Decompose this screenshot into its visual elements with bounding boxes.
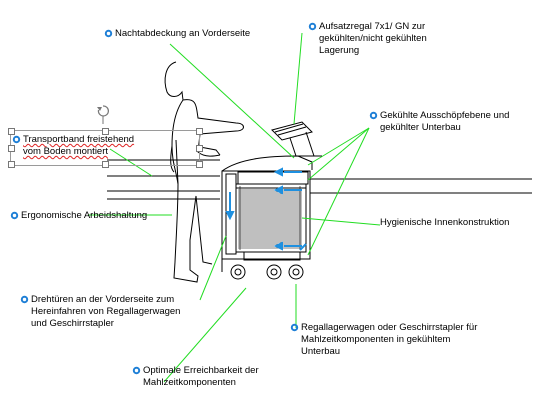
cold-air-flow-arrows — [225, 167, 307, 251]
transport-belt — [107, 159, 532, 200]
blue-swirl-icon — [369, 111, 378, 120]
resize-handle-s[interactable] — [102, 161, 109, 168]
blue-swirl-icon — [10, 211, 19, 220]
blue-swirl-icon — [290, 323, 299, 332]
operator-figure — [164, 61, 244, 283]
resize-handle-n[interactable] — [102, 128, 109, 135]
resize-handle-sw[interactable] — [8, 161, 15, 168]
label-erreichbarkeit: Optimale Erreichbarkeit der Mahlzeitkomp… — [132, 365, 259, 389]
resize-handle-w[interactable] — [8, 145, 15, 152]
resize-handle-nw[interactable] — [8, 128, 15, 135]
rotate-handle-icon[interactable] — [96, 104, 110, 124]
rack-shelves — [238, 186, 302, 250]
label-ergonomisch: Ergonomische Arbeidshaltung — [10, 210, 147, 222]
label-hygienisch: Hygienische Innenkonstruktion — [380, 217, 510, 228]
resize-handle-e[interactable] — [196, 145, 203, 152]
top-shelf-rack — [271, 121, 322, 157]
blue-swirl-icon — [308, 22, 317, 31]
label-transportband[interactable]: Transportband freistehend vom Boden mont… — [12, 134, 134, 158]
label-ausschoepfebene: Gekühlte Ausschöpfebene und gekühlter Un… — [369, 110, 509, 134]
label-aufsatzregal: Aufsatzregal 7x1/ GN zur gekühlten/nicht… — [308, 21, 427, 57]
resize-handle-ne[interactable] — [196, 128, 203, 135]
resize-handle-se[interactable] — [196, 161, 203, 168]
blue-swirl-icon — [132, 366, 141, 375]
transport-belt-textbox[interactable] — [8, 128, 203, 168]
blue-swirl-icon — [104, 29, 113, 38]
leader-lines — [88, 32, 381, 383]
blue-swirl-icon — [20, 295, 29, 304]
label-nachtabdeckung: Nachtabdeckung an Vorderseite — [104, 28, 250, 40]
label-regallagerwagen: Regallagerwagen oder Geschirrstapler für… — [290, 322, 477, 358]
castor-wheels — [221, 258, 310, 280]
blue-swirl-icon — [12, 135, 21, 144]
label-drehtueren: Drehtüren an der Vorderseite zum Hereinf… — [20, 294, 180, 330]
